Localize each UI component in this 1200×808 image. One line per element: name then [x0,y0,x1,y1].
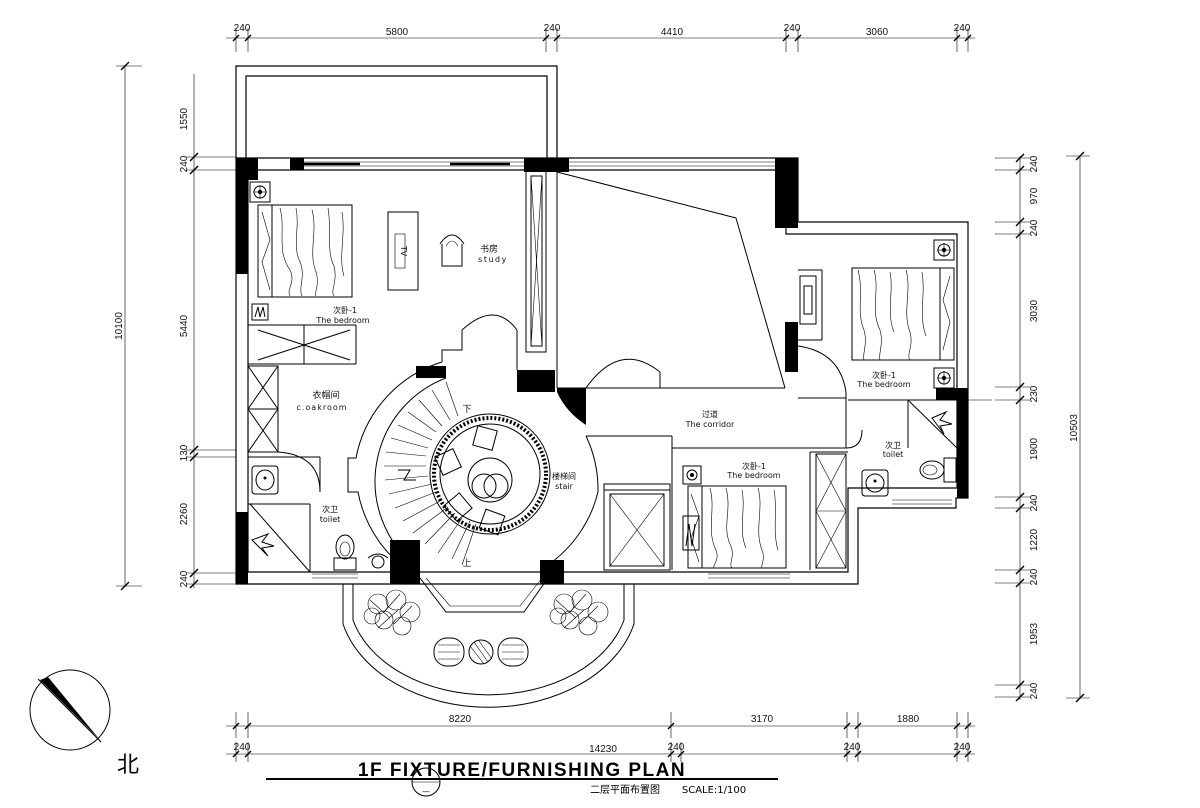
dim-right-9: 1953 [1029,622,1040,645]
room-label-study-cn: 书房 [480,243,498,255]
dim-left-total: 10100 [114,312,125,340]
room-label-bedroom-s-cn: 次卧-1 [742,461,766,471]
top-dimension-chain: 240 5800 240 4410 240 3060 240 [226,23,975,52]
dim-right-2: 240 [1029,219,1040,236]
washbasin-icon [251,465,279,495]
room-label-bedroom-nw-cn: 次卧-1 [333,305,357,315]
dim-right-10: 240 [1029,682,1040,699]
drawing-title: 1F FIXTURE/FURNISHING PLAN [358,760,686,781]
drawing-scale: SCALE:1/100 [682,785,746,796]
bottom-dimension-chain: 8220 3170 1880 240 14230 240 240 240 [226,712,975,762]
room-label-study-en: study [478,255,508,264]
shower-icon [249,503,311,573]
lift-shaft [603,483,671,571]
dim-bottom-1-0: 8220 [449,714,472,725]
bedroom-east: 次卧-1 The bedroom [851,239,992,401]
planter-icon-right [549,589,609,636]
stair-chairs-icon [434,425,506,536]
room-label-toilet-sw-cn: 次卫 [322,504,338,514]
dim-right-8: 240 [1029,568,1040,585]
dim-bottom-2-1: 14230 [589,744,617,755]
room-label-toilet-e-cn: 次卫 [885,440,901,450]
nightstand-lamp-icon-east-1 [933,239,955,261]
toilet-southwest: 次卫 toilet [249,465,389,579]
dim-right-7: 1220 [1029,528,1040,551]
room-label-cloakroom-cn: 衣帽间 [312,389,339,401]
title-block: 1F FIXTURE/FURNISHING PLAN 二层平面布置图 SCALE… [266,760,778,797]
dim-right-6: 240 [1029,494,1040,511]
room-label-bedroom-e-cn: 次卧-1 [872,370,896,380]
outdoor-seating-icon [433,637,529,667]
dim-right-1: 970 [1029,187,1040,204]
dim-right-0: 240 [1029,155,1040,172]
toilet-east: 次卫 toilet [861,399,958,505]
drawing-tag: — [422,787,430,796]
round-table-icon [467,457,513,503]
stair-down-label: 下 [462,405,471,415]
dim-top-6: 240 [954,23,971,34]
right-dimension-chain: 240 970 240 3030 230 1900 240 1220 240 1… [995,151,1090,703]
dim-left-5: 240 [179,570,190,587]
toilet-icon-east [919,457,957,483]
dim-top-5: 3060 [866,27,889,38]
north-label: 北 [117,753,139,778]
dim-bottom-2-2: 240 [668,742,685,753]
study-chair-icon [439,234,465,267]
bedroom-south: 次卧-1 The bedroom [682,453,847,579]
washbasin-icon-east [861,469,889,497]
north-arrow-icon: 北 [29,669,139,778]
dim-top-2: 240 [544,23,561,34]
tv-label: TV [399,245,408,257]
study-room: TV 书房 study [387,169,547,353]
dim-top-1: 5800 [386,27,409,38]
dim-left-0: 1550 [179,107,190,130]
room-label-toilet-sw-en: toilet [320,515,341,524]
dim-right-3: 3030 [1029,299,1040,322]
dim-right-total: 10503 [1069,414,1080,442]
exterior-walls [235,65,969,585]
structural-columns [236,158,968,584]
room-label-bedroom-s-en: The bedroom [726,471,780,480]
dim-left-3: 130 [179,444,190,461]
south-balcony [342,577,635,708]
room-label-toilet-e-en: toilet [883,450,904,459]
room-label-corridor-cn: 过道 [702,409,718,419]
dim-bottom-2-0: 240 [234,742,251,753]
dim-bottom-2-4: 240 [954,742,971,753]
dim-left-4: 2260 [179,502,190,525]
dim-left-2: 5440 [179,314,190,337]
drawing-subtitle-cn: 二层平面布置图 [590,784,660,796]
dim-bottom-1-2: 1880 [897,714,920,725]
room-label-bedroom-e-en: The bedroom [856,380,910,389]
room-label-cloakroom-en: c.oakroom [296,403,347,412]
corridor-doors [585,358,661,389]
plant-icon [251,303,269,321]
interior-walls [247,171,957,572]
dim-top-0: 240 [234,23,251,34]
stair-up-label: 上 [462,558,471,569]
shower-icon-east [907,399,958,449]
plant-icon-south [682,515,700,551]
dim-top-3: 4410 [661,27,684,38]
nightstand-lamp-icon [249,181,271,203]
left-dimension-chain: 10100 1550 240 5440 130 2260 240 [114,61,236,591]
room-label-bedroom-nw-en: The bedroom [315,316,369,325]
dim-right-4: 230 [1029,385,1040,402]
dim-top-4: 240 [784,23,801,34]
spiral-staircase: 下 上 楼梯间 stair [347,361,599,579]
dim-bottom-2-3: 240 [844,742,861,753]
room-label-stair-cn: 楼梯间 [552,471,576,481]
nightstand-lamp-icon-east-2 [933,367,955,389]
room-label-stair-en: stair [555,482,573,491]
toilet-icon [333,534,357,571]
dim-right-5: 1900 [1029,437,1040,460]
dim-bottom-1-1: 3170 [751,714,774,725]
north-windows [302,161,775,167]
bedroom-northwest: 次卧-1 The bedroom [249,181,370,325]
nightstand-lamp-icon-south-1 [682,465,702,485]
room-label-corridor-en: The corridor [685,420,735,429]
planter-icon-left [363,589,421,636]
dim-left-1: 240 [179,155,190,172]
